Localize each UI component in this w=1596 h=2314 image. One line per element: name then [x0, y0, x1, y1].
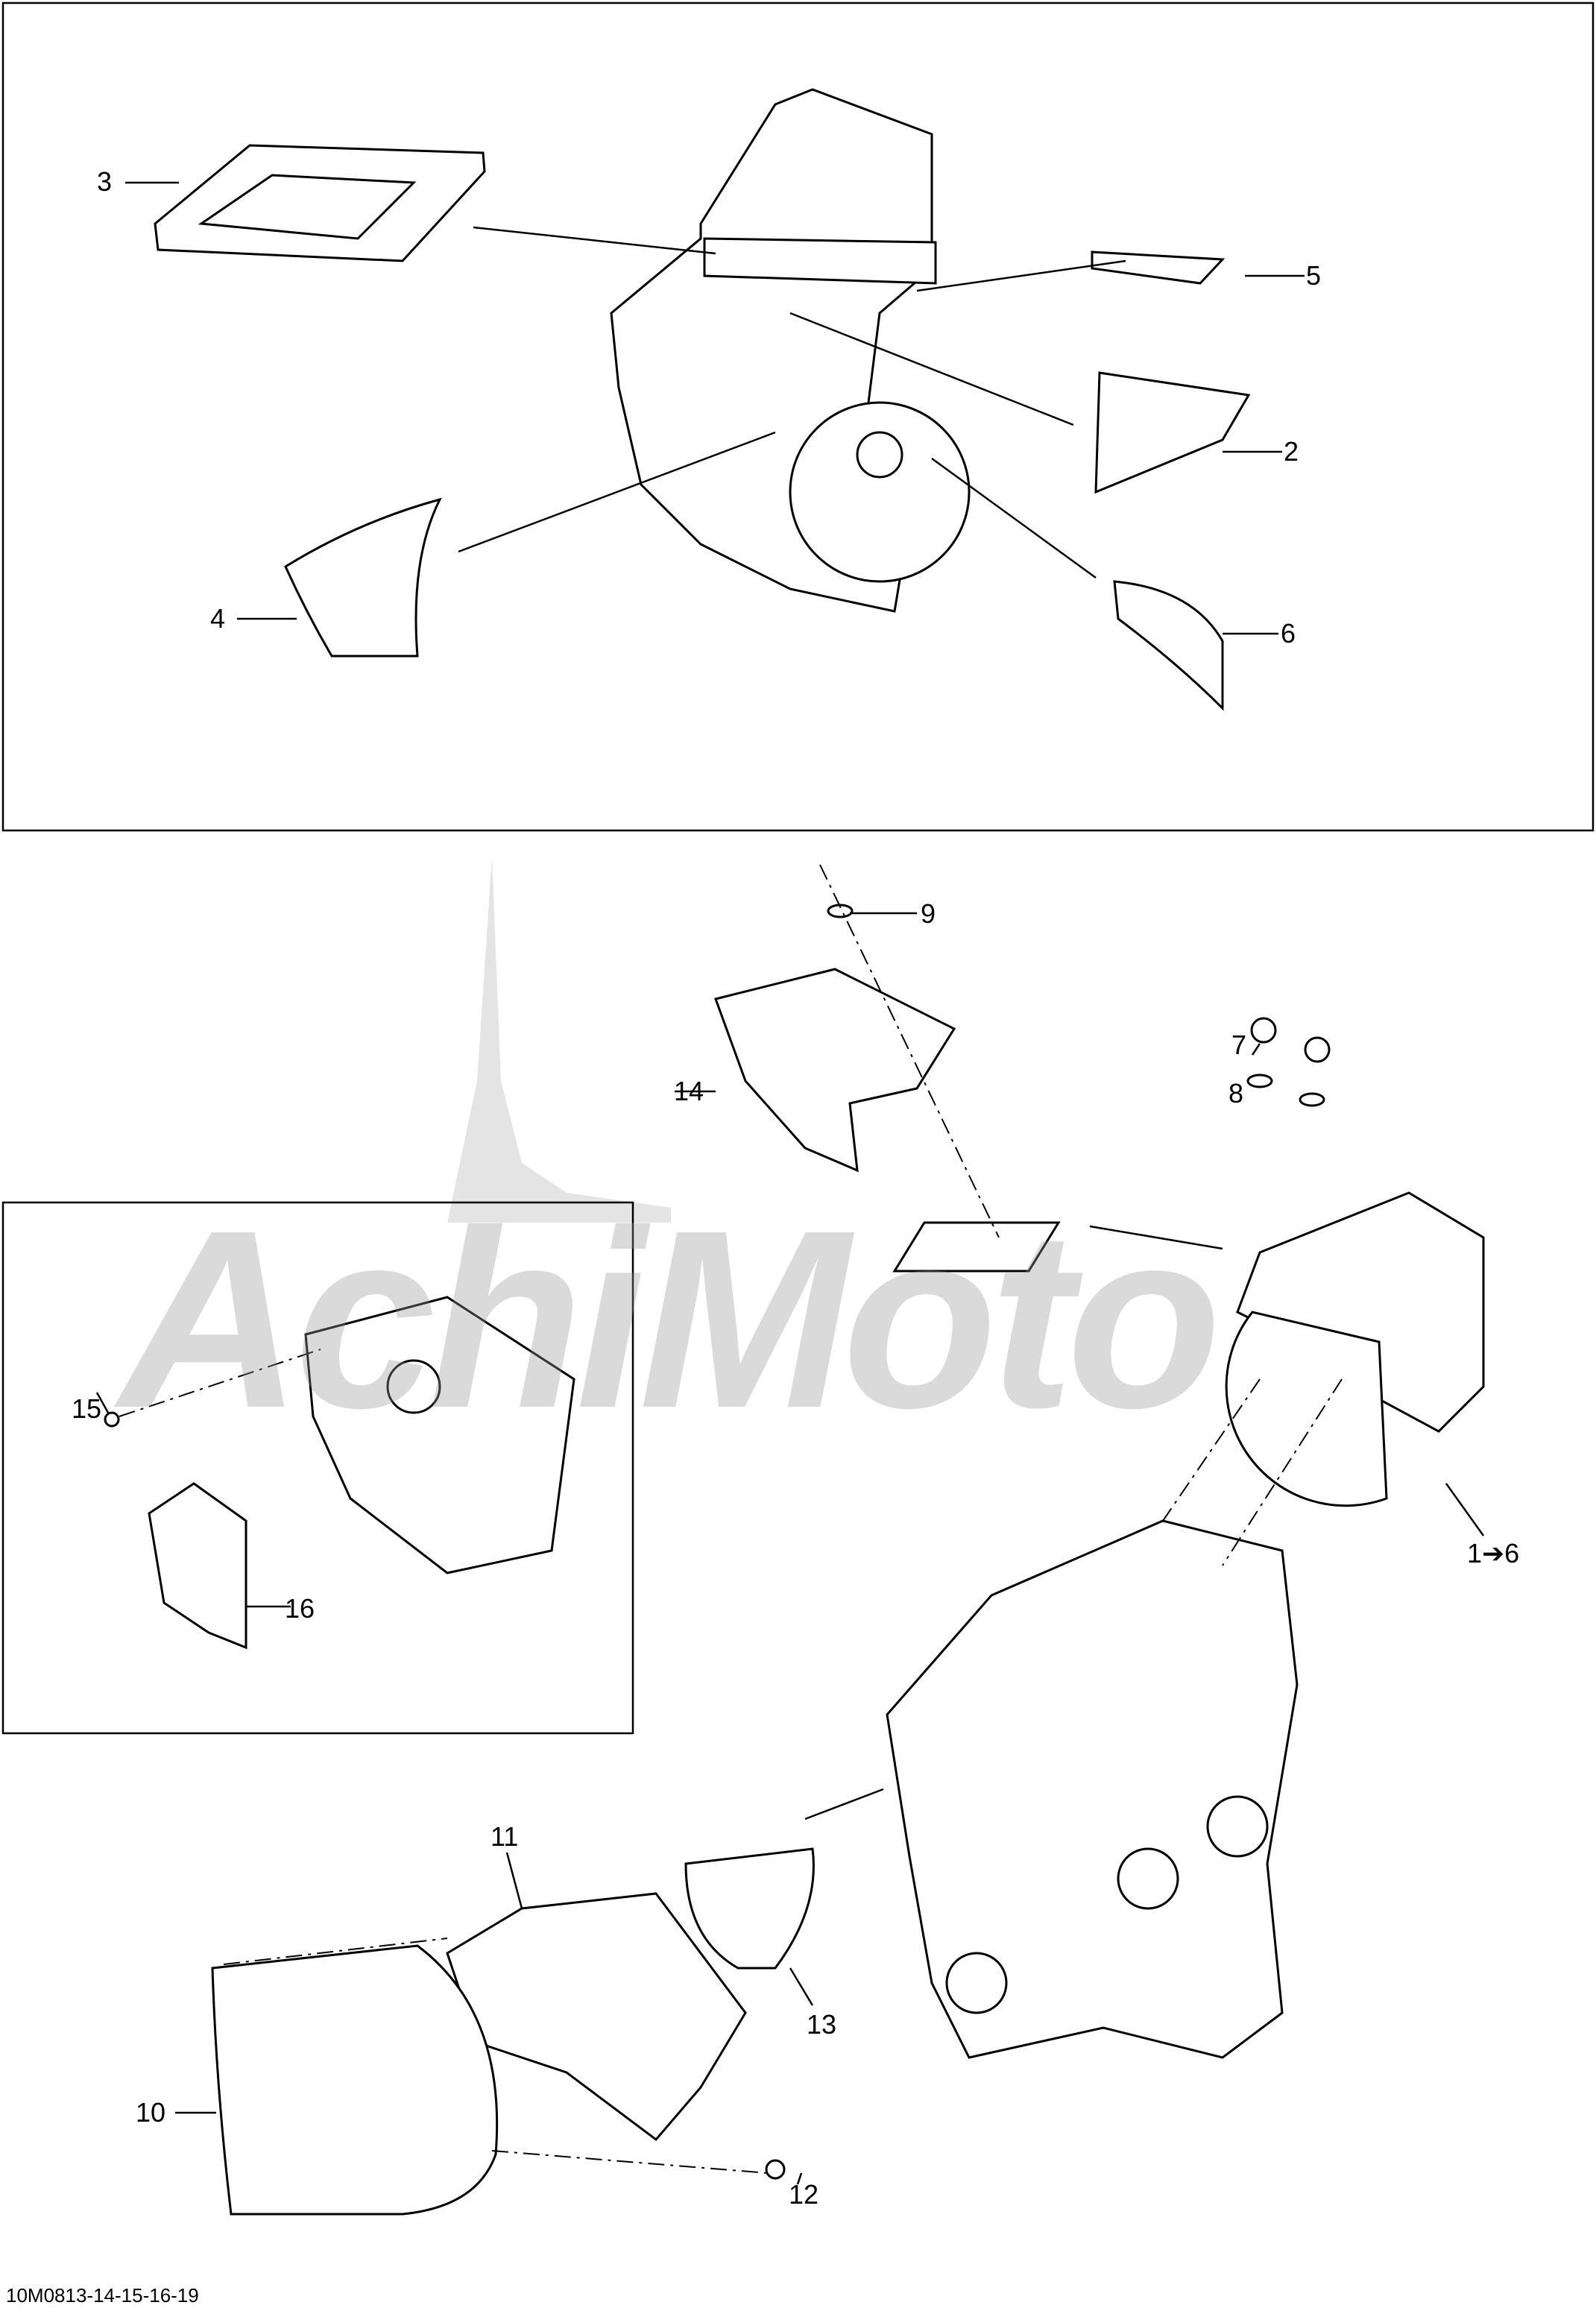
part-11-air-box: [446, 1892, 747, 2142]
part-4-pad: [284, 497, 442, 658]
label-9: 9: [921, 898, 936, 929]
label-8: 8: [1228, 1078, 1244, 1109]
label-12: 12: [789, 2179, 819, 2210]
watermark-spire: [447, 857, 671, 1223]
label-10: 10: [136, 2097, 166, 2128]
label-15: 15: [72, 1393, 102, 1424]
housing-ring: [1225, 1311, 1388, 1507]
part-15-screw: [104, 1411, 120, 1428]
label-5: 5: [1306, 260, 1322, 291]
part-12-grommet: [765, 2159, 786, 2180]
label-16: 16: [285, 1593, 315, 1624]
inset-housing: [304, 1296, 575, 1574]
part-7-bolt: [1250, 1017, 1277, 1044]
part-10-cover: [211, 1944, 499, 2216]
part-6-pad: [1113, 580, 1224, 711]
part-2-pad: [1094, 371, 1251, 494]
part-5-strip: [1091, 250, 1226, 285]
label-11: 11: [491, 1821, 519, 1852]
part-8-washer: [1246, 1074, 1273, 1088]
label-1-to-6: 1➔6: [1467, 1538, 1520, 1569]
label-4: 4: [210, 603, 226, 634]
fan-housing: [610, 88, 971, 613]
part-16-plate: [148, 1482, 247, 1650]
label-2: 2: [1284, 436, 1299, 467]
part-3-inner: [198, 174, 417, 240]
label-7: 7: [1231, 1030, 1247, 1060]
part-13-seal: [684, 1847, 815, 1970]
top-group-frame: [1, 1, 1595, 832]
label-13: 13: [807, 2009, 837, 2040]
label-14: 14: [674, 1076, 704, 1106]
inset-frame: [1, 1201, 634, 1735]
foam-filter: [892, 1221, 1061, 1273]
drawing-code: 10M0813-14-15-16-19: [6, 2284, 199, 2307]
label-6: 6: [1281, 618, 1296, 649]
label-3: 3: [97, 166, 113, 197]
